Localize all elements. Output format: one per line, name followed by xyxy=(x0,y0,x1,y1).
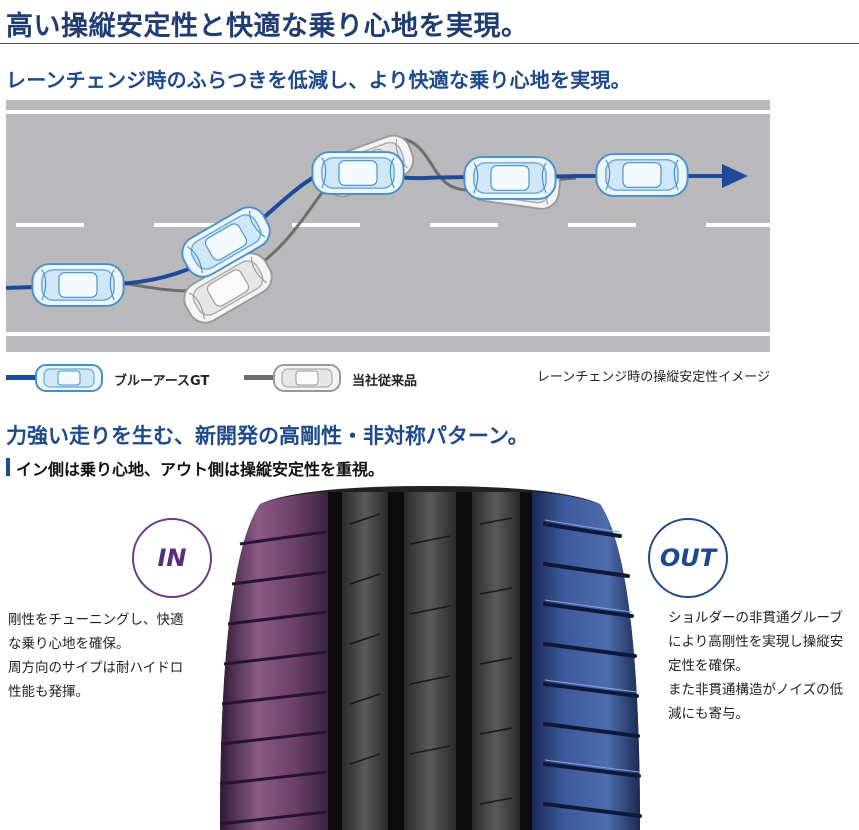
lane-change-illustration xyxy=(6,100,770,352)
page-title: 高い操縦安定性と快適な乗り心地を実現。 xyxy=(6,11,529,42)
legend-blue-car-icon xyxy=(35,364,103,392)
pattern-subtitle: イン側は乗り心地、アウト側は操縦安定性を重視。 xyxy=(16,460,385,479)
tire-tread-illustration xyxy=(219,486,642,830)
out-side-description: ショルダーの非貫通グルーブ により高剛性を実現し操縦安 定性を確保。 また非貫通… xyxy=(668,606,854,726)
legend-gray-line xyxy=(244,375,274,380)
out-grooves xyxy=(543,522,642,818)
out-desc-line: ショルダーの非貫通グルーブ xyxy=(668,610,843,626)
in-side-description: 剛性をチューニングし、快適 な乗り心地を確保。 周方向のサイプは耐ハイドロ 性能… xyxy=(8,608,198,704)
legend: ブルーアースGT 当社従来品 レーンチェンジ時の操縦安定性イメージ xyxy=(6,362,770,394)
bluearth-car-5 xyxy=(595,153,689,197)
out-side-badge: OUT xyxy=(648,518,728,598)
main-grooves xyxy=(328,492,532,830)
lane-edge-bottom xyxy=(6,332,770,336)
out-desc-line: 定性を確保。 xyxy=(668,658,749,674)
lane-edge-top xyxy=(6,110,770,114)
illustration-caption: レーンチェンジ時の操縦安定性イメージ xyxy=(536,370,770,385)
out-desc-line: 減にも寄与。 xyxy=(668,706,749,722)
lane-change-title: レーンチェンジ時のふらつきを低減し、より快適な乗り心地を実現。 xyxy=(6,68,631,92)
center-rib-1 xyxy=(342,492,388,830)
title-divider xyxy=(0,43,859,44)
out-shoulder xyxy=(532,492,640,830)
bluearth-car-4 xyxy=(463,156,557,200)
subtitle-marker xyxy=(6,458,10,476)
out-desc-line: により高剛性を実現し操縦安 xyxy=(668,634,844,650)
legend-gray-car-icon xyxy=(273,364,341,392)
in-desc-line: 性能も発揮。 xyxy=(8,684,89,700)
bluearth-car-3 xyxy=(311,151,405,195)
in-side-badge: IN xyxy=(132,518,212,598)
in-sipes xyxy=(219,530,327,826)
out-groove-highlights xyxy=(544,519,640,773)
out-desc-line: また非貫通構造がノイズの低 xyxy=(668,682,844,698)
in-desc-line: 周方向のサイプは耐ハイドロ xyxy=(8,660,184,676)
arrow-head xyxy=(722,164,748,188)
lane-dashes xyxy=(16,223,770,227)
bluearth-car-1 xyxy=(31,263,125,307)
legend-blue-line xyxy=(6,375,36,380)
legend-blue-label: ブルーアースGT xyxy=(114,374,210,389)
legend-gray-label: 当社従来品 xyxy=(352,374,418,389)
pattern-title: 力強い走りを生む、新開発の高剛性・非対称パターン。 xyxy=(6,424,529,448)
center-sipes xyxy=(349,513,513,805)
center-rib-2 xyxy=(404,492,456,830)
in-desc-line: な乗り心地を確保。 xyxy=(8,636,130,652)
in-desc-line: 剛性をチューニングし、快適 xyxy=(8,612,184,628)
